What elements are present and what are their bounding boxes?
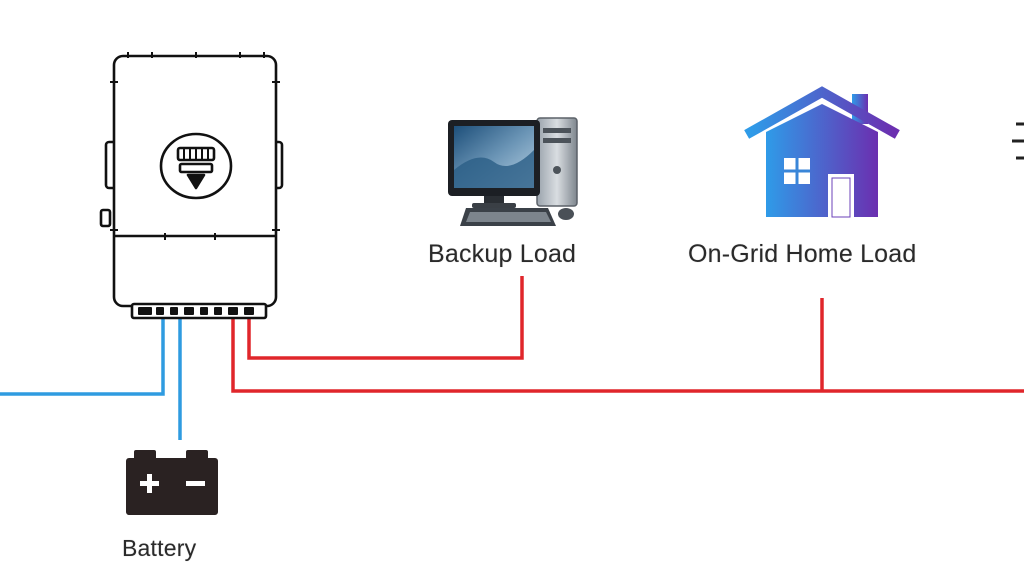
battery-icon	[126, 450, 218, 515]
grid-symbol-icon	[1012, 122, 1024, 160]
ac-wiring	[231, 276, 1024, 393]
on-grid-home-load-label: On-Grid Home Load	[688, 240, 917, 268]
battery-label: Battery	[122, 535, 197, 561]
desktop-computer-icon	[448, 117, 578, 226]
backup-load-label: Backup Load	[428, 240, 577, 268]
backup-load-wire	[247, 276, 524, 360]
grid-wire	[231, 318, 1024, 393]
inverter-icon	[99, 52, 284, 320]
house-icon	[744, 86, 900, 218]
pv-wire	[0, 318, 165, 396]
dc-wiring	[0, 318, 182, 440]
